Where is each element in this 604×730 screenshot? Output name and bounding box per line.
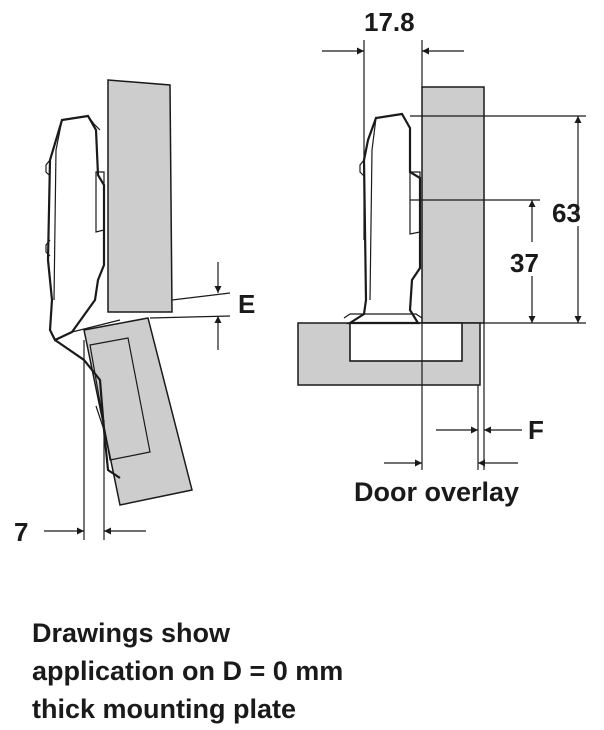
dim-37: 37 xyxy=(510,248,539,278)
label-f: F xyxy=(528,415,544,445)
application-note: Drawings show application on D = 0 mm th… xyxy=(32,614,343,728)
dim-17-8: 17.8 xyxy=(364,7,415,37)
left-view-open-hinge: E 7 xyxy=(14,79,255,547)
dim-7: 7 xyxy=(14,517,28,547)
left-hinge-arm xyxy=(46,114,106,342)
hinge-drawing: E 7 17.8 63 37 xyxy=(14,7,586,547)
dim-63: 63 xyxy=(552,198,581,228)
note-line-3: thick mounting plate xyxy=(32,694,297,724)
right-hinge-cup xyxy=(349,322,463,362)
right-view-closed-hinge: 17.8 63 37 F Door overlay xyxy=(297,7,586,507)
note-line-2: application on D = 0 mm xyxy=(32,656,344,686)
note-line-1: Drawings show xyxy=(32,618,231,648)
left-door-panel xyxy=(83,317,193,506)
right-cabinet-panel xyxy=(421,86,485,324)
door-overlay-caption: Door overlay xyxy=(354,477,519,507)
label-e: E xyxy=(238,289,255,319)
right-hinge-arm xyxy=(346,112,422,325)
left-cabinet-panel xyxy=(107,79,173,313)
